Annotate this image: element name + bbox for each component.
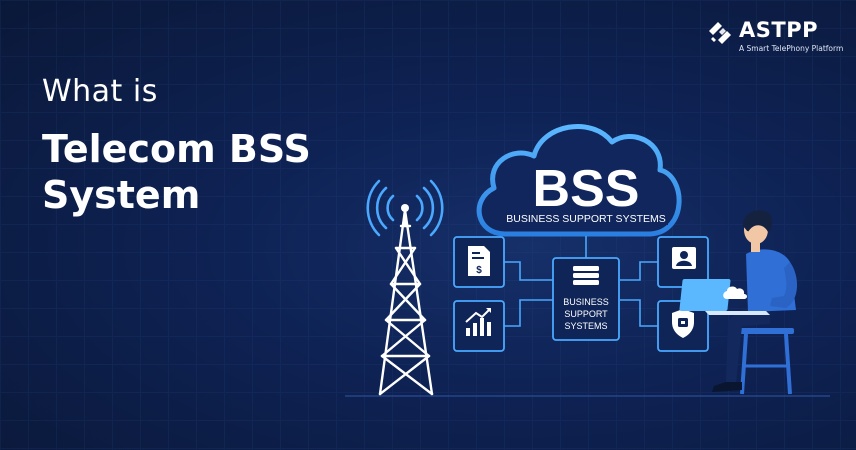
cloud-acronym: BSS bbox=[533, 160, 640, 218]
user-profile-icon bbox=[672, 247, 696, 269]
cloud-subtitle: BUSINESS SUPPORT SYSTEMS bbox=[506, 213, 666, 225]
headline-line-2: Telecom BSS bbox=[42, 127, 311, 171]
center-box-line-2: SUPPORT bbox=[564, 309, 608, 319]
invoice-icon: $ bbox=[468, 246, 490, 276]
center-box-line-1: BUSINESS bbox=[563, 297, 609, 307]
tower-beacon bbox=[401, 204, 409, 212]
headline-line-3: System bbox=[42, 173, 201, 217]
customer-box bbox=[657, 236, 709, 288]
cloud-laptop-icon bbox=[723, 286, 747, 299]
logo-tagline: A Smart TelePhony Platform bbox=[739, 44, 844, 53]
analytics-box bbox=[453, 300, 505, 352]
security-box bbox=[657, 300, 709, 352]
astpp-logo-mark-icon bbox=[709, 22, 731, 44]
bss-cloud bbox=[476, 124, 682, 237]
growth-chart-icon bbox=[465, 308, 491, 336]
headline-line-1: What is bbox=[42, 74, 158, 109]
person-with-laptop bbox=[679, 210, 798, 395]
center-box-line-3: SYSTEMS bbox=[564, 321, 607, 331]
billing-box: $ bbox=[453, 236, 505, 288]
headline: What is Telecom BSS System bbox=[42, 74, 311, 218]
database-icon bbox=[573, 266, 599, 285]
signal-tower bbox=[378, 208, 434, 396]
signal-waves-icon bbox=[366, 179, 444, 237]
security-shield-icon bbox=[672, 309, 694, 338]
logo-brand: ASTPP bbox=[739, 18, 818, 42]
connector-lines bbox=[504, 236, 658, 327]
center-bss-box: BUSINESS SUPPORT SYSTEMS bbox=[552, 257, 620, 341]
svg-text:$: $ bbox=[476, 265, 482, 276]
